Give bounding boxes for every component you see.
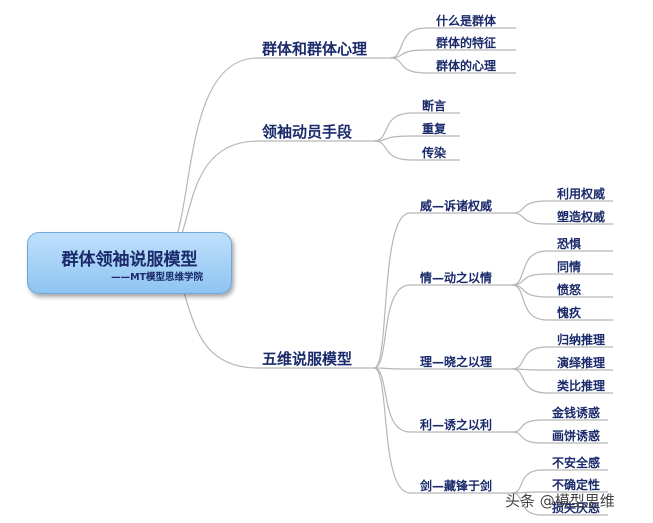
branch-topic[interactable]: 五维说服模型 — [262, 350, 353, 368]
subtopic-connector — [373, 135, 413, 142]
leaf-connector — [511, 368, 548, 394]
leaf-connector — [511, 346, 548, 370]
leaf-connector — [511, 200, 548, 214]
leaf-topic[interactable]: 愧疚 — [557, 306, 582, 320]
subtopic[interactable]: 威—诉诸权威 — [420, 199, 493, 213]
subtopic-connector — [373, 367, 411, 370]
subtopic-connector — [373, 367, 411, 494]
leaf-topic[interactable]: 不安全感 — [552, 456, 601, 470]
leaf-connector — [511, 212, 548, 225]
subtopic-connector — [373, 112, 413, 142]
leaf-topic[interactable]: 同情 — [557, 260, 582, 274]
subtopic[interactable]: 群体的心理 — [436, 59, 497, 73]
subtopic[interactable]: 什么是群体 — [436, 14, 497, 28]
leaf-topic[interactable]: 塑造权威 — [557, 210, 606, 224]
subtopic[interactable]: 传染 — [422, 146, 447, 160]
root-topic-subtitle: ——MT模型思维学院 — [111, 272, 203, 283]
leaf-connector — [511, 250, 548, 286]
subtopic-connector — [373, 284, 411, 369]
leaf-topic[interactable]: 归纳推理 — [557, 333, 606, 347]
subtopic-connector — [373, 367, 411, 433]
subtopic-connector — [373, 140, 413, 161]
leaf-connector — [511, 284, 548, 321]
subtopic[interactable]: 情—动之以情 — [420, 271, 493, 285]
leaf-connector — [511, 419, 543, 433]
leaf-topic[interactable]: 金钱诱惑 — [552, 406, 601, 420]
leaf-connector — [511, 431, 543, 444]
leaf-topic[interactable]: 愤怒 — [557, 283, 582, 297]
leaf-connector — [511, 469, 543, 494]
leaf-topic[interactable]: 画饼诱惑 — [552, 429, 601, 443]
subtopic-connector — [373, 212, 411, 369]
leaf-topic[interactable]: 演绎推理 — [557, 356, 606, 370]
leaf-topic[interactable]: 类比推理 — [557, 379, 606, 393]
leaf-topic[interactable]: 恐惧 — [557, 237, 582, 251]
subtopic[interactable]: 利—诱之以利 — [420, 418, 493, 432]
subtopic-connector — [389, 57, 427, 74]
subtopic[interactable]: 剑—藏锋于剑 — [420, 479, 493, 493]
subtopic[interactable]: 群体的特征 — [436, 36, 497, 50]
subtopic[interactable]: 断言 — [422, 99, 447, 113]
leaf-connector — [511, 492, 543, 516]
watermark: 头条 @模型思维 — [505, 492, 615, 510]
branch-topic[interactable]: 群体和群体心理 — [262, 40, 368, 58]
subtopic[interactable]: 理—晓之以理 — [420, 355, 493, 369]
root-topic[interactable]: 群体领袖说服模型 ——MT模型思维学院 — [27, 232, 232, 294]
leaf-topic[interactable]: 不确定性 — [552, 478, 601, 492]
leaf-topic[interactable]: 损失厌恶 — [552, 501, 601, 515]
root-topic-title: 群体领袖说服模型 — [61, 250, 198, 270]
subtopic-connector — [389, 27, 427, 59]
leaf-topic[interactable]: 利用权威 — [557, 187, 606, 201]
branch-topic[interactable]: 领袖动员手段 — [262, 123, 353, 141]
subtopic[interactable]: 重复 — [422, 122, 447, 136]
